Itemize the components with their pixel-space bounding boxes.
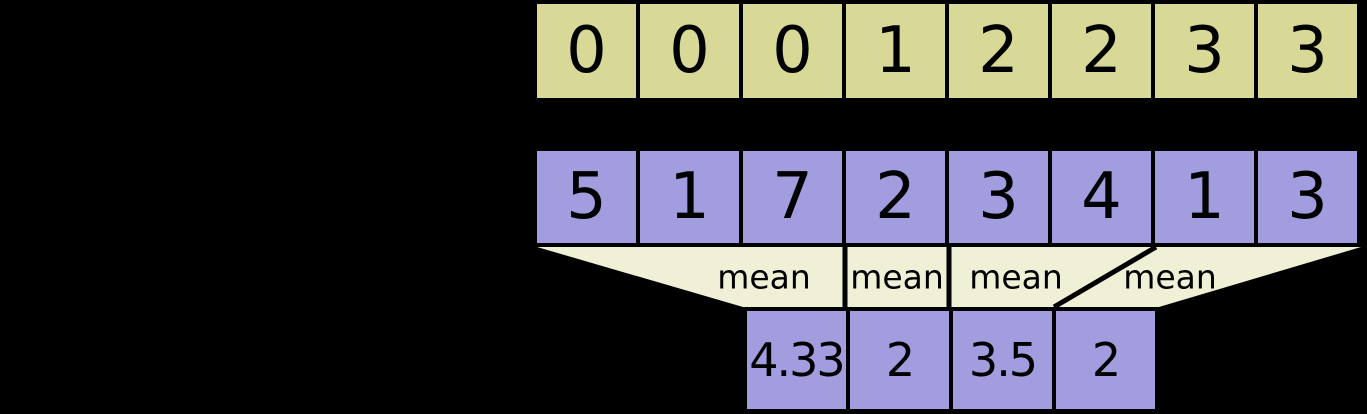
data-value-cell: 3: [1258, 151, 1357, 243]
segment-id-cell: 0: [537, 4, 636, 98]
data-value-cell: 4: [1052, 151, 1151, 243]
mean-label: mean: [969, 257, 1063, 297]
data-value-cell: 2: [846, 151, 945, 243]
segment-id-cell: 2: [949, 4, 1048, 98]
segment-id-cell: 2: [1052, 4, 1151, 98]
mean-label: mean: [717, 257, 811, 297]
output-row: 4.33 2 3.5 2: [743, 307, 1159, 413]
output-cell: 2: [850, 311, 949, 409]
data-value-cell: 3: [949, 151, 1048, 243]
segment-id-cell: 3: [1258, 4, 1357, 98]
data-value-cell: 1: [1155, 151, 1254, 243]
mean-label: mean: [850, 257, 944, 297]
output-cell: 2: [1056, 311, 1155, 409]
mean-funnel: [537, 244, 1361, 310]
segment-id-cell: 3: [1155, 4, 1254, 98]
data-value-cell: 1: [640, 151, 739, 243]
segment-id-cell: 1: [846, 4, 945, 98]
data-value-cell: 7: [743, 151, 842, 243]
funnel-divider-diagonal: [1052, 244, 1158, 310]
data-value-cell: 5: [537, 151, 636, 243]
segment-ids-row: 0 0 0 1 2 2 3 3: [533, 0, 1361, 102]
data-values-row: 5 1 7 2 3 4 1 3: [533, 147, 1361, 247]
output-cell: 4.33: [747, 311, 846, 409]
segment-id-cell: 0: [640, 4, 739, 98]
segment-id-cell: 0: [743, 4, 842, 98]
output-cell: 3.5: [953, 311, 1052, 409]
mean-label: mean: [1123, 257, 1217, 297]
